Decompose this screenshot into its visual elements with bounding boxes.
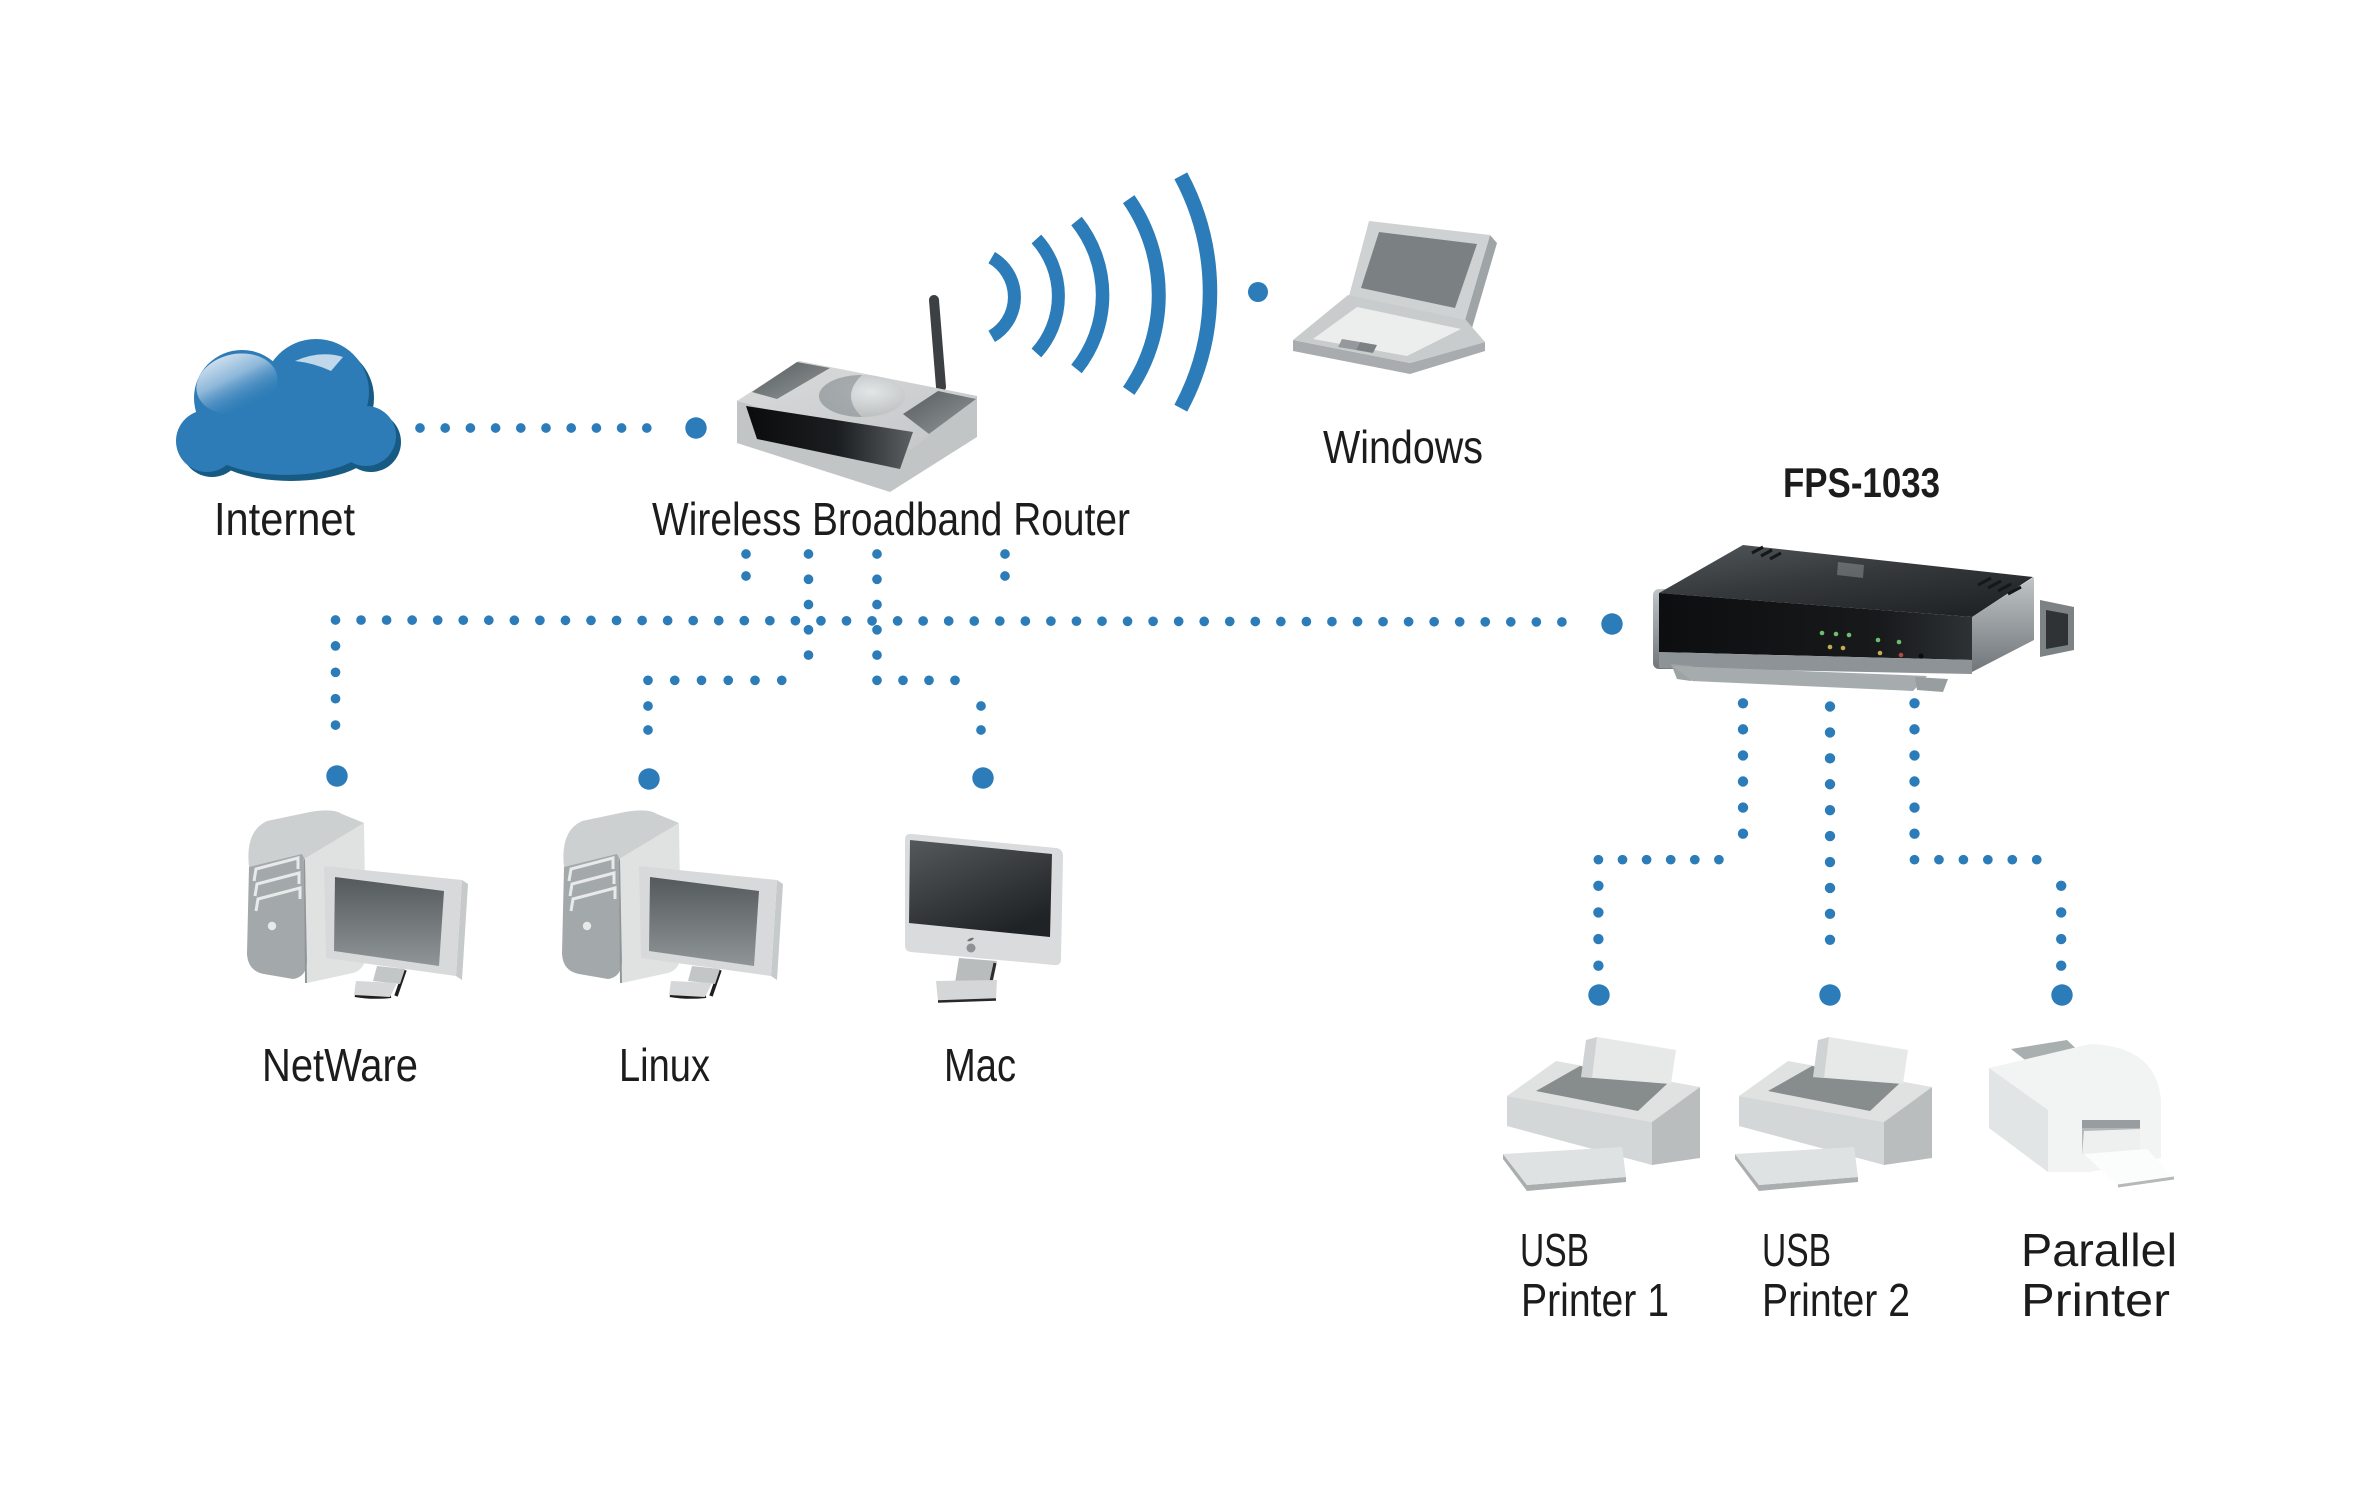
svg-text:Internet: Internet — [214, 493, 355, 545]
svg-text:USB: USB — [1762, 1224, 1831, 1276]
svg-text:Mac: Mac — [944, 1039, 1016, 1091]
svg-text:Windows: Windows — [1323, 421, 1483, 473]
svg-text:FPS-1033: FPS-1033 — [1783, 459, 1940, 506]
svg-text:Printer 2: Printer 2 — [1762, 1274, 1910, 1326]
svg-text:NetWare: NetWare — [262, 1039, 418, 1091]
svg-text:Wireless Broadband Router: Wireless Broadband Router — [652, 493, 1130, 545]
svg-text:USB: USB — [1520, 1224, 1589, 1276]
svg-text:Parallel: Parallel — [2021, 1224, 2177, 1276]
svg-text:Linux: Linux — [619, 1039, 710, 1091]
svg-text:Printer 1: Printer 1 — [1521, 1274, 1669, 1326]
svg-text:Printer: Printer — [2021, 1274, 2170, 1326]
